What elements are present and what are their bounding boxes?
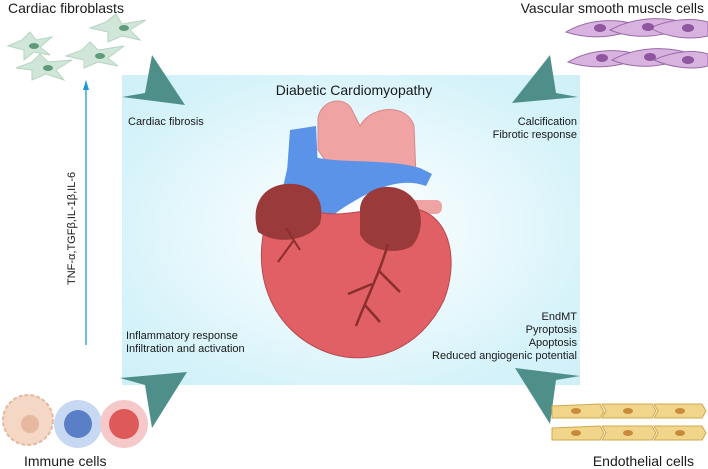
effects-endothelial: EndMT Pyroptosis Apoptosis Reduced angio… bbox=[432, 311, 577, 363]
label-vascular-smooth-muscle-cells: Vascular smooth muscle cells bbox=[520, 0, 704, 16]
cytokine-arrowhead bbox=[83, 80, 89, 90]
effect-cardiac-fibrosis: Cardiac fibrosis bbox=[128, 116, 204, 128]
effect-inflammatory-response: Inflammatory response bbox=[126, 330, 238, 342]
effect-calcification: Calcification bbox=[517, 116, 577, 128]
label-endothelial-cells: Endothelial cells bbox=[592, 453, 694, 469]
arrow-bottom-right bbox=[515, 368, 580, 424]
effect-apoptosis: Apoptosis bbox=[528, 337, 577, 349]
effect-endmt: EndMT bbox=[541, 311, 577, 323]
effect-pyroptosis: Pyroptosis bbox=[525, 324, 577, 336]
immune-cells-icon bbox=[2, 394, 148, 448]
effect-infiltration-activation: Infiltration and activation bbox=[126, 343, 245, 355]
effect-fibrotic-response: Fibrotic response bbox=[492, 129, 577, 141]
effects-immune: Inflammatory response Infiltration and a… bbox=[126, 330, 245, 356]
fibroblast-cells-icon bbox=[6, 13, 147, 82]
heart-icon bbox=[255, 100, 452, 359]
cytokine-label: TNF-α,TGFβ,IL-1β,IL-6 bbox=[66, 171, 78, 285]
effect-reduced-angiogenic-potential: Reduced angiogenic potential bbox=[432, 350, 577, 362]
smooth-muscle-cells-icon bbox=[564, 18, 708, 69]
label-cardiac-fibroblasts: Cardiac fibroblasts bbox=[8, 0, 124, 16]
diagram-title: Diabetic Cardiomyopathy bbox=[275, 82, 433, 98]
effects-smooth-muscle: Calcification Fibrotic response bbox=[493, 116, 577, 142]
effects-fibroblasts: Cardiac fibrosis bbox=[128, 116, 204, 129]
arrow-top-left bbox=[122, 55, 185, 105]
arrow-bottom-left bbox=[120, 372, 187, 428]
label-immune-cells: Immune cells bbox=[24, 453, 107, 469]
arrow-top-right bbox=[512, 55, 578, 103]
